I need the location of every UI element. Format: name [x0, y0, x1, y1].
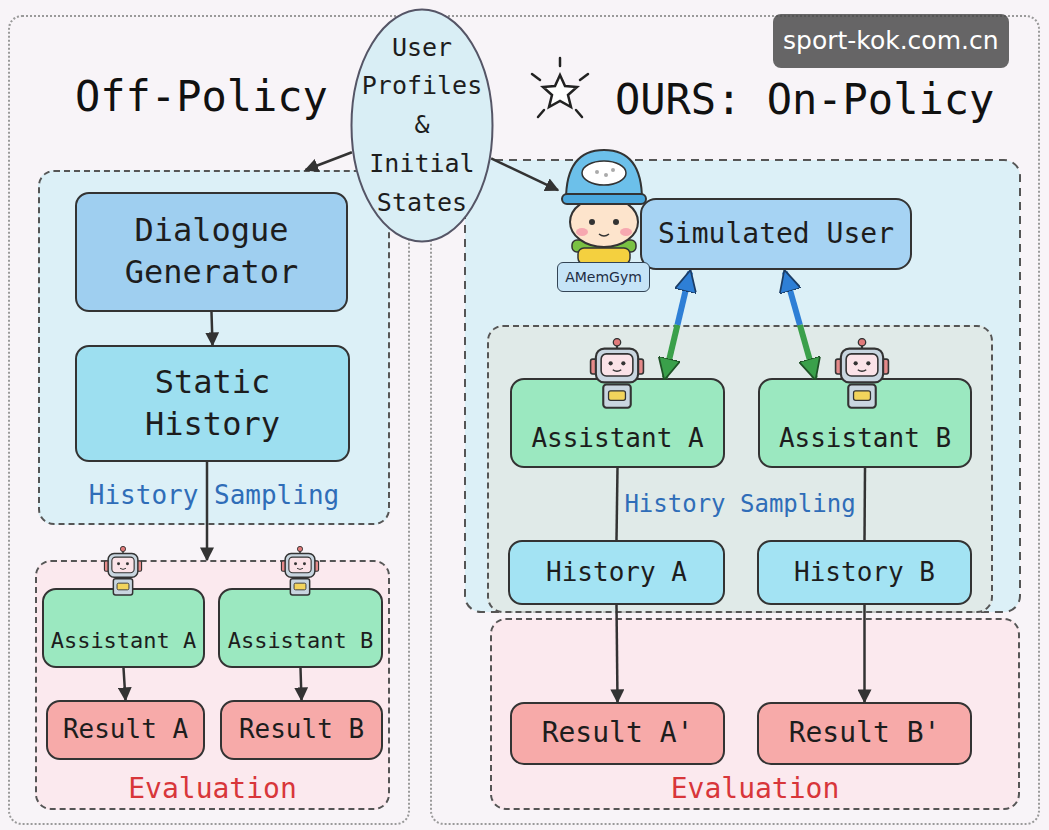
robot-icon	[836, 339, 889, 408]
input-ellipse: User Profiles & Initial States	[350, 8, 494, 243]
ellipse-shape	[352, 10, 493, 242]
flow-arrow	[864, 605, 865, 702]
policy-region: OURS: On-PolicySimulated UserAMemGymHist…	[430, 15, 1040, 825]
star-icon	[532, 58, 588, 117]
connector-line	[617, 468, 618, 540]
node-label: AMemGym	[565, 269, 642, 285]
simulated-user: Simulated User	[558, 148, 912, 272]
node-label: Dialogue Generator	[85, 210, 338, 293]
badge: AMemGym	[557, 262, 650, 292]
arrow-half	[785, 272, 800, 325]
process-box: Result A'	[510, 702, 725, 765]
flow-arrow	[301, 668, 302, 700]
node-label: History B	[794, 556, 935, 590]
node-label: History Sampling	[40, 480, 388, 511]
node-label: Assistant A	[51, 627, 197, 656]
node-label: Assistant B	[779, 422, 951, 456]
process-box: Result B'	[757, 702, 972, 765]
process-box: Dialogue Generator	[75, 192, 348, 312]
robot-icon	[591, 339, 644, 408]
group-panel	[465, 160, 1020, 612]
node-label: Result B	[239, 713, 364, 747]
arrow-half	[677, 272, 690, 325]
node-label: Assistant A	[531, 422, 703, 456]
process-box: Result A	[46, 700, 205, 760]
user-avatar	[562, 150, 646, 264]
evaluation-group: Evaluation Result A' Result B'	[490, 618, 1020, 810]
flow-arrow	[491, 158, 558, 190]
connector-stroke	[863, 605, 866, 702]
node-label: Static History	[85, 362, 340, 445]
process-box: Assistant A	[510, 378, 725, 468]
sampling-group: History Sampling Assistant A Assistant B Hi…	[487, 325, 993, 613]
policy-region: Off-PolicyHistory Sampling Dialogue Gener…	[8, 15, 410, 825]
connector-stroke	[124, 668, 126, 700]
connector-stroke	[301, 668, 302, 700]
connector-stroke	[863, 468, 866, 540]
connector-stroke	[617, 468, 618, 540]
node-label: Evaluation	[37, 772, 388, 806]
connector-stroke	[617, 605, 618, 702]
node-label: History Sampling	[489, 490, 991, 519]
connector-line	[864, 468, 866, 540]
flow-arrow	[212, 312, 213, 345]
node-label: Result A	[63, 713, 188, 747]
robot-icon	[104, 546, 141, 595]
pill-shape: Simulated User	[640, 198, 912, 270]
node-label: Simulated User	[658, 216, 894, 252]
connector-stroke	[306, 152, 352, 170]
node-label: Result B'	[789, 715, 941, 751]
process-box: History A	[508, 540, 725, 605]
connector-stroke	[212, 312, 213, 345]
sampling-group: History Sampling Dialogue GeneratorStatic…	[38, 170, 390, 525]
arrow-half	[665, 325, 678, 378]
connector-stroke	[491, 158, 558, 190]
flow-arrow	[617, 605, 618, 702]
node-label: Result A'	[542, 715, 694, 751]
arrow-half	[800, 325, 815, 378]
node-label: History A	[546, 556, 687, 590]
double-arrow	[785, 272, 815, 378]
connector-stroke	[206, 462, 209, 560]
flow-arrow	[306, 152, 352, 170]
node-label: Evaluation	[492, 772, 1018, 806]
node-label: Off-Policy	[75, 72, 328, 122]
node-label: Assistant B	[228, 627, 374, 656]
evaluation-group: Evaluation Assistant A Assistant B Result A…	[35, 560, 390, 810]
process-box: Assistant A	[42, 588, 205, 668]
flow-arrow	[206, 462, 207, 560]
process-box: Assistant B	[218, 588, 383, 668]
process-box: Static History	[75, 345, 350, 462]
flow-arrow	[124, 668, 126, 700]
watermark: sport-kok.com.cn	[773, 14, 1009, 68]
process-box: Result B	[220, 700, 383, 760]
process-box: History B	[757, 540, 972, 605]
double-arrow	[665, 272, 690, 378]
robot-icon	[281, 546, 318, 595]
node-label: User Profiles & Initial States	[357, 29, 487, 223]
node-label: OURS: On-Policy	[615, 75, 994, 125]
process-box: Assistant B	[758, 378, 972, 468]
